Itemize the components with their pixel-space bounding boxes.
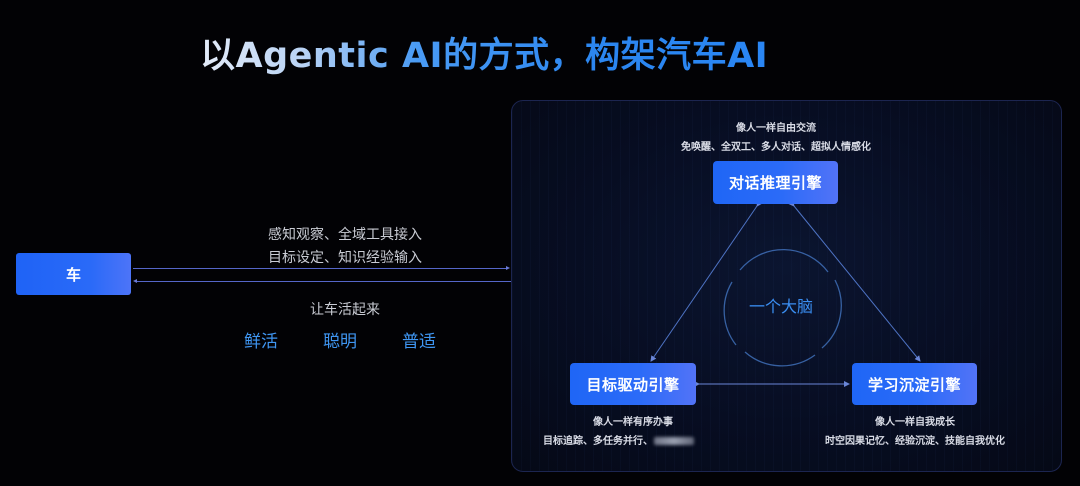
dialogue-caption-title: 像人一样自由交流 [736, 123, 816, 134]
dialogue-to-learning-line [788, 200, 921, 362]
page-title: 以Agentic AI的方式，构架汽车AI [200, 32, 768, 80]
goal-caption-detail: 目标追踪、多任务并行、 [543, 436, 653, 447]
learning-engine-label: 学习沉淀引擎 [867, 375, 961, 394]
redacted-text [654, 437, 694, 445]
dialogue-caption-detail: 免唤醒、全双工、多人对话、超拟人情感化 [681, 142, 871, 153]
inputs-line-2: 目标设定、知识经验输入 [268, 250, 422, 266]
goal-caption-title: 像人一样有序办事 [593, 417, 673, 428]
input-connector-line [133, 268, 507, 269]
dialogue-to-goal-line [650, 200, 763, 362]
learning-caption-title: 像人一样自我成长 [875, 417, 955, 428]
learning-caption-detail: 时空因果记忆、经验沉淀、技能自我优化 [825, 436, 1005, 447]
goal-engine-label: 目标驱动引擎 [586, 375, 680, 394]
learning-engine-node: 学习沉淀引擎 [852, 363, 977, 405]
output-heading: 让车活起来 [310, 302, 380, 318]
dialogue-engine-label: 对话推理引擎 [728, 174, 822, 192]
trait-smart: 聪明 [323, 332, 357, 352]
goal-engine-node: 目标驱动引擎 [570, 363, 696, 405]
arrow-left-icon [133, 279, 137, 283]
output-connector-line [137, 281, 511, 282]
car-node: 车 [16, 253, 131, 295]
trait-list: 鲜活 聪明 普适 [230, 327, 450, 352]
trait-universal: 普适 [402, 332, 436, 352]
goal-caption-detail-wrap: 目标追踪、多任务并行、 [543, 432, 723, 447]
car-label: 车 [65, 265, 81, 284]
brain-label: 一个大脑 [748, 297, 813, 316]
trait-vivid: 鲜活 [244, 332, 278, 352]
inputs-line-1: 感知观察、全域工具接入 [268, 227, 422, 243]
arrow-right-icon [506, 266, 510, 270]
dialogue-engine-node: 对话推理引擎 [713, 161, 838, 204]
